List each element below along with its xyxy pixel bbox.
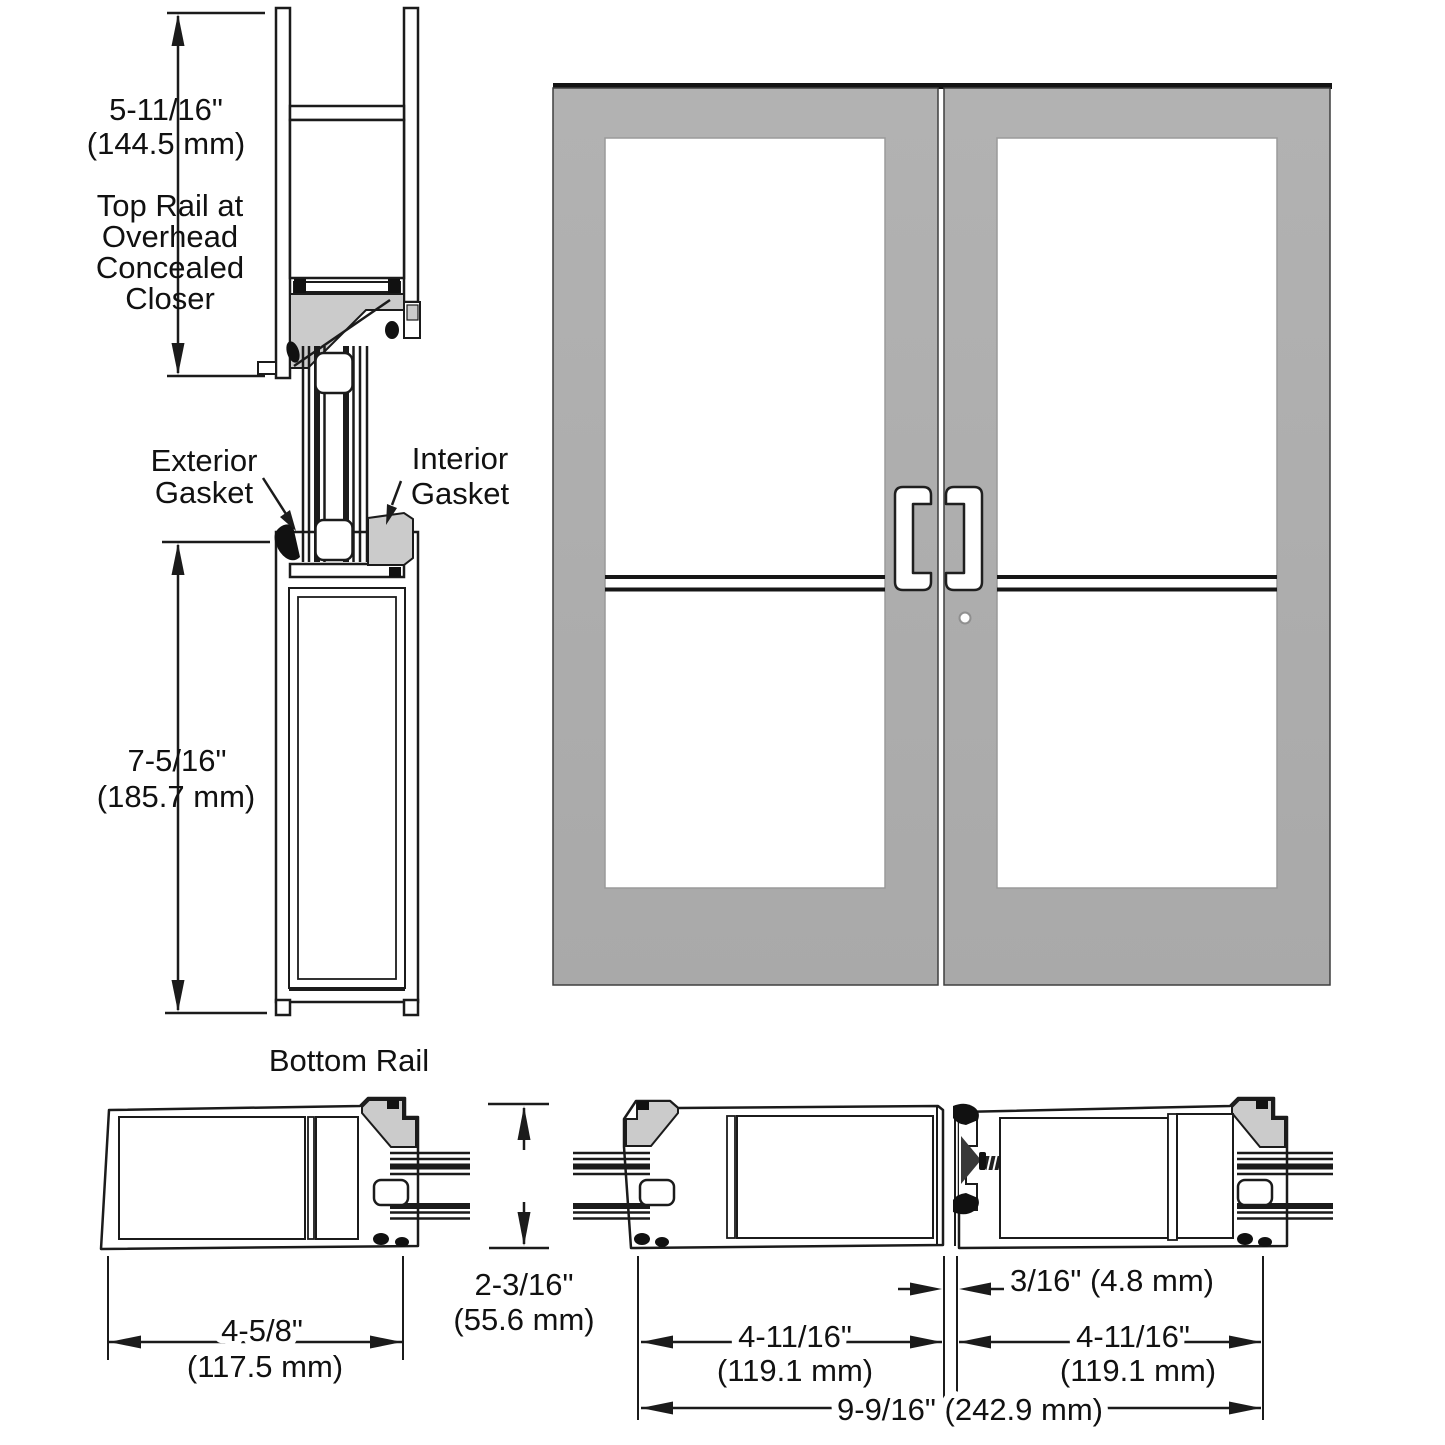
- right-glass-muntin-line: [997, 587, 1277, 592]
- svg-text:Closer: Closer: [125, 281, 215, 316]
- top-rail-section-drawing: [257, 6, 421, 380]
- svg-text:Top Rail at: Top Rail at: [97, 188, 244, 223]
- glass-right-segment: [1236, 1151, 1333, 1220]
- dim-meeting-gap: 3/16" (4.8 mm): [637, 1256, 1264, 1420]
- right-stile-dim-mm: (119.1 mm): [1060, 1353, 1216, 1388]
- meeting-gap-dim: 3/16" (4.8 mm): [1010, 1263, 1214, 1298]
- svg-text:Gasket: Gasket: [155, 475, 254, 510]
- left-stile-dim-inches: 4-11/16": [738, 1319, 852, 1354]
- bottom-rail-gaskets: [274, 511, 414, 566]
- glass-left-segment: [372, 1151, 470, 1220]
- dim-overall-width: 9-9/16" (242.9 mm): [641, 1385, 1261, 1434]
- rail-depth-dim-inches: 2-3/16": [475, 1267, 574, 1302]
- left-glass-muntin-line: [605, 575, 885, 579]
- left-door-pull-handle: [893, 485, 933, 592]
- dim-rail-depth: 2-3/16" (55.6 mm): [453, 1102, 595, 1337]
- bottom-rail-dim-inches: 7-5/16": [128, 743, 227, 778]
- hinge-stile-dim-inches: 4-5/8": [221, 1313, 303, 1348]
- hinge-stile-dim-mm: (117.5 mm): [187, 1349, 343, 1384]
- right-stile-dim-inches: 4-11/16": [1076, 1319, 1190, 1354]
- dim-bottom-rail-height: 7-5/16" (185.7 mm): [97, 540, 270, 1015]
- glass-unit-stack: [301, 346, 369, 562]
- glass-middle-segment: [573, 1151, 676, 1220]
- top-rail-dim-inches: 5-11/16": [109, 92, 223, 127]
- svg-text:Interior: Interior: [412, 441, 508, 476]
- bottom-rail-label: Bottom Rail: [269, 1043, 429, 1078]
- overall-width-dim: 9-9/16" (242.9 mm): [837, 1392, 1103, 1427]
- right-glass-muntin-line: [997, 575, 1277, 579]
- cylinder-lock-dot: [958, 611, 972, 625]
- dim-hinge-stile-width: 4-5/8" (117.5 mm): [107, 1256, 404, 1384]
- svg-text:Concealed: Concealed: [96, 250, 244, 285]
- svg-text:Overhead: Overhead: [102, 219, 238, 254]
- right-door-glass: [996, 137, 1278, 889]
- interior-gasket-callout: Interior Gasket: [386, 441, 509, 525]
- bottom-rail-dim-mm: (185.7 mm): [97, 779, 255, 814]
- hinge-stile-plan-drawing: [99, 1096, 420, 1251]
- dim-top-rail-height: 5-11/16" (144.5 mm): [87, 11, 265, 378]
- left-stile-dim-mm: (119.1 mm): [717, 1353, 873, 1388]
- exterior-gasket-callout: Exterior Gasket: [151, 443, 296, 531]
- top-rail-label: Top Rail at Overhead Concealed Closer: [96, 188, 244, 316]
- plan-glass-stacks: [372, 1151, 1333, 1220]
- dim-left-meeting-stile: 4-11/16" (119.1 mm): [641, 1312, 942, 1388]
- right-door-pull-handle: [944, 485, 984, 592]
- svg-text:Exterior: Exterior: [151, 443, 258, 478]
- svg-text:Gasket: Gasket: [411, 476, 510, 511]
- door-frame-top-edge: [553, 83, 1332, 89]
- top-rail-dim-mm: (144.5 mm): [87, 126, 245, 161]
- left-glass-muntin-line: [605, 587, 885, 592]
- bottom-rail-section-drawing: [274, 530, 420, 1017]
- meeting-stiles-plan-drawing: [622, 1096, 1289, 1250]
- dim-right-meeting-stile: 4-11/16" (119.1 mm): [959, 1312, 1261, 1388]
- door-elevation: [552, 83, 1332, 986]
- rail-depth-dim-mm: (55.6 mm): [453, 1302, 594, 1337]
- left-door-glass: [604, 137, 886, 889]
